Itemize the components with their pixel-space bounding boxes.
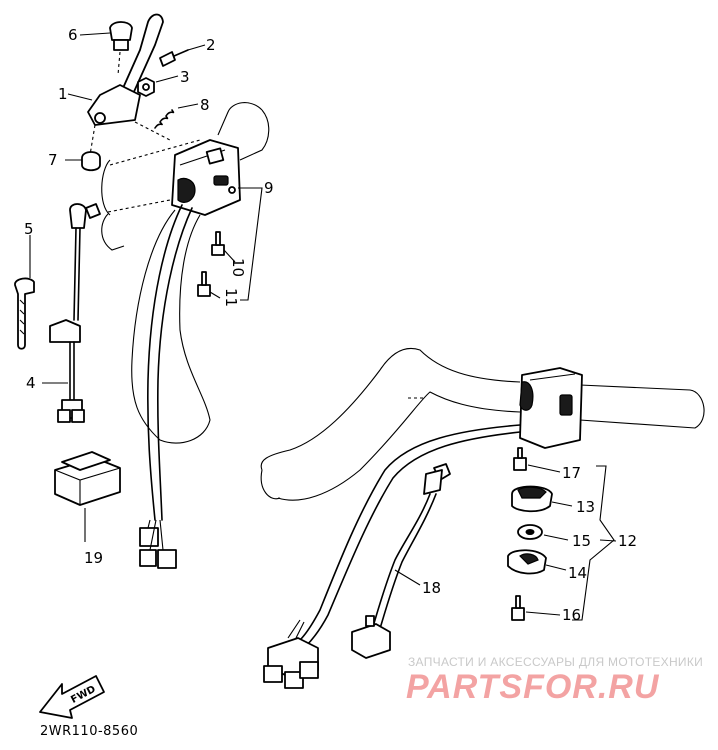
fwd-arrow: FWD xyxy=(39,675,105,719)
watermark-tagline: ЗАПЧАСТИ И АКСЕССУАРЫ ДЛЯ МОТОТЕХНИКИ xyxy=(408,655,704,669)
callout-17: 17 xyxy=(562,464,581,482)
part-2-bolt xyxy=(159,44,206,67)
callout-15: 15 xyxy=(572,532,591,550)
callout-14: 14 xyxy=(568,564,587,582)
callout-8: 8 xyxy=(200,96,210,114)
left-switch-housing xyxy=(171,139,241,216)
left-switch-harness xyxy=(139,204,193,569)
part-5-clip xyxy=(14,235,35,350)
part-8-spring xyxy=(154,103,199,129)
callout-5: 5 xyxy=(24,220,34,238)
diagram-code: 2WR110-8560 xyxy=(40,724,139,739)
part-7-grommet xyxy=(65,151,101,172)
part-13-throttle-cable-housing xyxy=(511,485,573,513)
part-19-relay xyxy=(54,451,121,542)
callout-7: 7 xyxy=(48,151,58,169)
callout-leaders xyxy=(67,32,262,189)
callout-11: 11 xyxy=(222,288,240,307)
part-14-cable-guide xyxy=(507,549,567,575)
callout-13: 13 xyxy=(576,498,595,516)
clutch-lever xyxy=(87,13,171,156)
callout-16: 16 xyxy=(562,606,581,624)
part-11-screw xyxy=(197,271,221,299)
leader-12 xyxy=(599,539,617,542)
callout-10: 10 xyxy=(229,258,247,277)
callout-6: 6 xyxy=(68,26,78,44)
left-handlebar-grip xyxy=(101,102,270,444)
bracket-9-11 xyxy=(238,187,263,301)
part-17-screw xyxy=(513,447,561,473)
part-16-screw xyxy=(511,595,561,621)
bracket-12 xyxy=(572,465,615,621)
right-handlebar xyxy=(260,347,705,501)
part-6-cap xyxy=(109,21,133,76)
part-18-front-stop-switch-lead xyxy=(351,463,451,659)
part-15-washer xyxy=(517,524,569,541)
part-4-clutch-switch-lead xyxy=(42,203,101,423)
callout-19: 19 xyxy=(84,549,103,567)
callout-4: 4 xyxy=(26,374,36,392)
callout-9: 9 xyxy=(264,179,274,197)
callout-18: 18 xyxy=(422,579,441,597)
callout-12: 12 xyxy=(618,532,637,550)
watermark-logo: PARTSFOR.RU xyxy=(406,668,660,706)
part-10-screw xyxy=(211,231,236,263)
callout-3: 3 xyxy=(180,68,190,86)
right-switch-housing xyxy=(519,367,583,449)
part-3-nut xyxy=(137,75,179,97)
right-switch-harness xyxy=(263,424,521,689)
callout-1: 1 xyxy=(58,85,68,103)
callout-labels: 1 2 3 4 5 6 7 8 9 10 11 12 13 14 15 16 1… xyxy=(24,26,637,624)
callout-2: 2 xyxy=(206,36,216,54)
